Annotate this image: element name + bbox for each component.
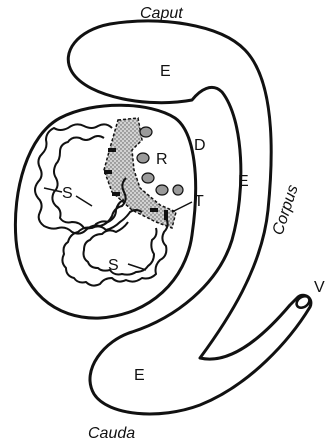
label-efferent-cauda: E	[134, 367, 145, 384]
label-ductuli: D	[194, 137, 206, 154]
label-efferent-caput: E	[160, 63, 171, 80]
label-rete: R	[156, 151, 168, 168]
label-corpus: Corpus	[270, 183, 302, 237]
label-seminiferous-lower: S	[108, 257, 119, 274]
label-caput: Caput	[140, 5, 183, 22]
label-vas: V	[314, 279, 325, 296]
label-cauda: Cauda	[88, 425, 135, 441]
label-tubuli-recti: T	[194, 193, 204, 210]
label-seminiferous-upper: S	[62, 185, 73, 202]
label-efferent-corpus: E	[238, 173, 249, 190]
